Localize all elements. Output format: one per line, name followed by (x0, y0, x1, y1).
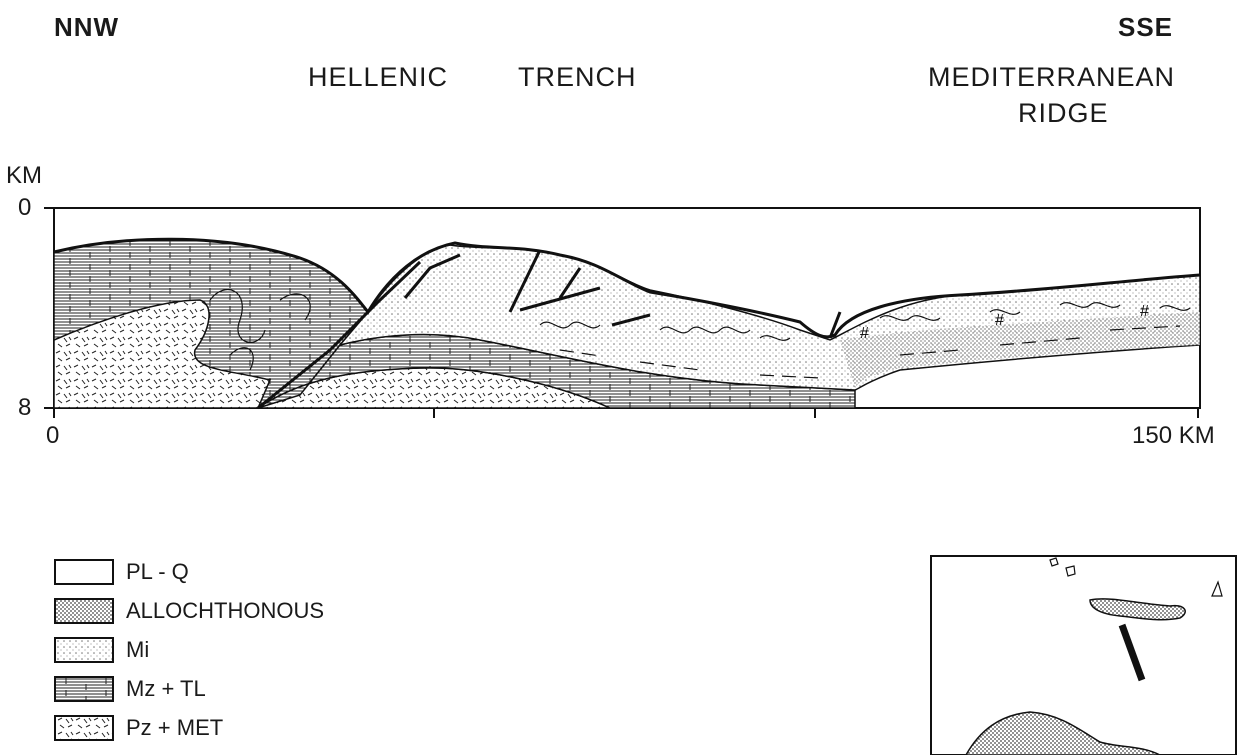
y-axis-bottom-label: 8 (18, 394, 31, 422)
legend-swatch-hlines (54, 676, 114, 702)
label-ridge: RIDGE (1018, 98, 1109, 129)
legend-item-pl-q: PL - Q (54, 558, 189, 586)
legend-label: PL - Q (126, 559, 189, 585)
label-mediterranean: MEDITERRANEAN (928, 62, 1175, 93)
hash-mark-3: # (1140, 303, 1149, 320)
direction-sse: SSE (1118, 12, 1173, 43)
direction-nnw: NNW (54, 12, 119, 43)
legend-label: Mi (126, 637, 149, 663)
hash-mark-1: # (860, 325, 869, 342)
legend-swatch-light-dots (54, 637, 114, 663)
legend-swatch-dashes (54, 715, 114, 741)
legend-label: Pz + MET (126, 715, 223, 741)
hash-mark-2: # (995, 312, 1004, 329)
y-axis-top-label: 0 (18, 194, 31, 222)
legend-swatch-dense-dots (54, 598, 114, 624)
legend-label: ALLOCHTHONOUS (126, 598, 324, 624)
inset-map-frame (931, 556, 1236, 755)
label-trench: TRENCH (518, 62, 637, 93)
x-axis-right-label: 150 KM (1132, 422, 1215, 450)
legend-item-mz-tl: Mz + TL (54, 675, 206, 703)
legend-label: Mz + TL (126, 676, 206, 702)
label-hellenic: HELLENIC (308, 62, 448, 93)
x-axis-left-label: 0 (46, 422, 59, 450)
legend-item-allochthonous: ALLOCHTHONOUS (54, 597, 324, 625)
legend-item-pz-met: Pz + MET (54, 714, 223, 742)
y-axis-unit: KM (6, 162, 42, 190)
legend-item-mi: Mi (54, 636, 149, 664)
legend-swatch-blank (54, 559, 114, 585)
